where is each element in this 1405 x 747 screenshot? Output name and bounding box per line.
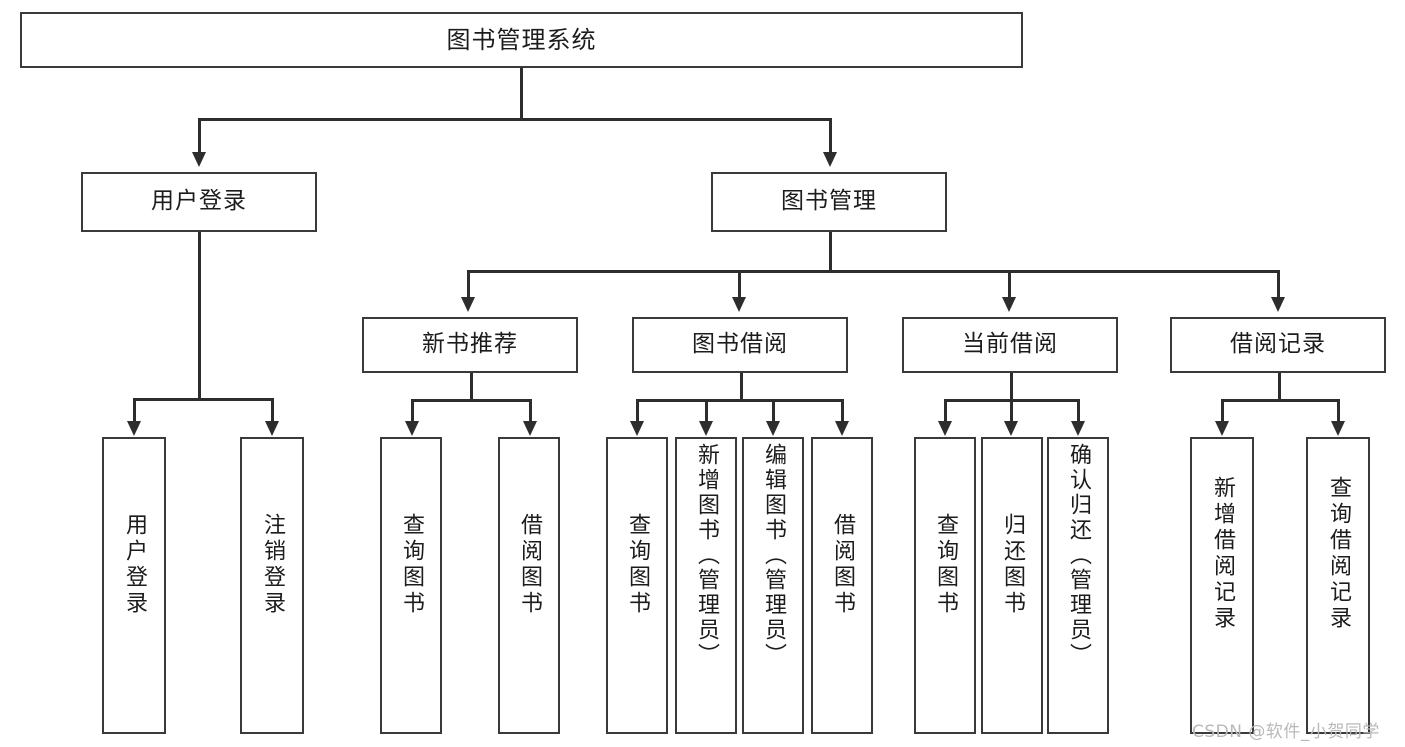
edge-new-book-bus: [411, 399, 529, 402]
node-label: 查询借阅记录: [1326, 476, 1351, 632]
edge-to-book-manage: [829, 118, 832, 153]
edge-br-leaf2: [1337, 399, 1340, 422]
edge-user-login-leaf1: [133, 398, 136, 422]
leaf-br-query-record[interactable]: 查询借阅记录: [1306, 437, 1370, 734]
edge-user-login-bus: [133, 398, 271, 401]
edge-to-current-borrow: [1008, 270, 1011, 298]
node-root-system[interactable]: 图书管理系统: [20, 12, 1023, 68]
node-user-login[interactable]: 用户登录: [81, 172, 317, 232]
leaf-bb-edit-book-admin[interactable]: 编辑图书（管理员）: [742, 437, 804, 734]
edge-cb-leaf1: [944, 399, 947, 422]
node-label: 注销登录: [260, 513, 285, 617]
arrowhead-cb-leaf3: [1071, 421, 1085, 436]
edge-book-manage-stem: [829, 232, 832, 272]
csdn-watermark: CSDN @软件_小贺同学: [1192, 722, 1380, 742]
edge-borrow-record-stem: [1278, 373, 1281, 401]
arrowhead-leaf-user-login: [127, 421, 141, 436]
edge-cb-leaf3: [1077, 399, 1080, 422]
node-book-management[interactable]: 图书管理: [711, 172, 947, 232]
node-label: 用户登录: [151, 188, 247, 215]
arrowhead-leaf-logout: [265, 421, 279, 436]
node-book-borrow[interactable]: 图书借阅: [632, 317, 848, 373]
node-label: 确认归还（管理员）: [1066, 443, 1091, 668]
arrowhead-cb-leaf2: [1004, 421, 1018, 436]
node-current-borrow[interactable]: 当前借阅: [902, 317, 1118, 373]
edge-root-stem: [520, 68, 523, 120]
node-label: 图书管理系统: [446, 25, 597, 54]
edge-cb-leaf2: [1010, 399, 1013, 422]
edge-user-login-leaf2: [271, 398, 274, 422]
node-label: 查询图书: [933, 513, 958, 617]
edge-user-login-stem: [198, 232, 201, 400]
arrowhead-borrow-record: [1271, 297, 1285, 312]
node-label: 当前借阅: [962, 331, 1058, 358]
arrowhead-book-borrow: [732, 297, 746, 312]
arrowhead-user-login: [192, 152, 206, 167]
arrowhead-bb-leaf4: [835, 421, 849, 436]
leaf-cb-query-book[interactable]: 查询图书: [914, 437, 976, 734]
arrowhead-bb-leaf3: [766, 421, 780, 436]
node-label: 新书推荐: [422, 331, 518, 358]
leaf-bb-add-book-admin[interactable]: 新增图书（管理员）: [675, 437, 737, 734]
arrowhead-nb-leaf2: [523, 421, 537, 436]
edge-level3-bus: [467, 270, 1278, 273]
arrowhead-new-book: [461, 297, 475, 312]
edge-bb-leaf1: [636, 399, 639, 422]
node-borrow-record[interactable]: 借阅记录: [1170, 317, 1386, 373]
edge-to-user-login: [198, 118, 201, 153]
arrowhead-cb-leaf1: [938, 421, 952, 436]
edge-to-borrow-record: [1277, 270, 1280, 298]
node-label: 借阅图书: [830, 513, 855, 617]
edge-book-borrow-bus: [636, 399, 843, 402]
edge-borrow-record-bus: [1221, 399, 1337, 402]
edge-to-new-book: [467, 270, 470, 298]
leaf-cb-confirm-return-admin[interactable]: 确认归还（管理员）: [1047, 437, 1109, 734]
arrowhead-book-manage: [823, 152, 837, 167]
node-label: 图书借阅: [692, 331, 788, 358]
node-label: 用户登录: [122, 513, 147, 617]
edge-br-leaf1: [1221, 399, 1224, 422]
edge-current-borrow-stem: [1010, 373, 1013, 401]
node-label: 借阅记录: [1230, 331, 1326, 358]
edge-new-book-stem: [470, 373, 473, 401]
edge-bb-leaf3: [772, 399, 775, 422]
leaf-br-add-record[interactable]: 新增借阅记录: [1190, 437, 1254, 734]
node-label: 归还图书: [1000, 513, 1025, 617]
leaf-cb-return-book[interactable]: 归还图书: [981, 437, 1043, 734]
leaf-logout[interactable]: 注销登录: [240, 437, 304, 734]
arrowhead-br-leaf2: [1331, 421, 1345, 436]
edge-new-book-leaf1: [411, 399, 414, 422]
edge-to-book-borrow: [738, 270, 741, 298]
node-label: 借阅图书: [517, 513, 542, 617]
node-label: 新增借阅记录: [1210, 476, 1235, 632]
leaf-nb-borrow-book[interactable]: 借阅图书: [498, 437, 560, 734]
node-label: 查询图书: [625, 513, 650, 617]
node-label: 查询图书: [399, 513, 424, 617]
leaf-bb-query-book[interactable]: 查询图书: [606, 437, 668, 734]
edge-level2-bus: [198, 118, 832, 121]
edge-bb-leaf4: [841, 399, 844, 422]
leaf-nb-query-book[interactable]: 查询图书: [380, 437, 442, 734]
leaf-user-login[interactable]: 用户登录: [102, 437, 166, 734]
edge-book-borrow-stem: [740, 373, 743, 401]
edge-bb-leaf2: [705, 399, 708, 422]
leaf-bb-borrow-book[interactable]: 借阅图书: [811, 437, 873, 734]
node-label: 新增图书（管理员）: [694, 443, 719, 668]
node-label: 编辑图书（管理员）: [761, 443, 786, 668]
arrowhead-bb-leaf2: [699, 421, 713, 436]
arrowhead-br-leaf1: [1215, 421, 1229, 436]
arrowhead-bb-leaf1: [630, 421, 644, 436]
arrowhead-nb-leaf1: [405, 421, 419, 436]
arrowhead-current-borrow: [1002, 297, 1016, 312]
edge-new-book-leaf2: [529, 399, 532, 422]
node-new-book-recommend[interactable]: 新书推荐: [362, 317, 578, 373]
node-label: 图书管理: [781, 188, 877, 215]
